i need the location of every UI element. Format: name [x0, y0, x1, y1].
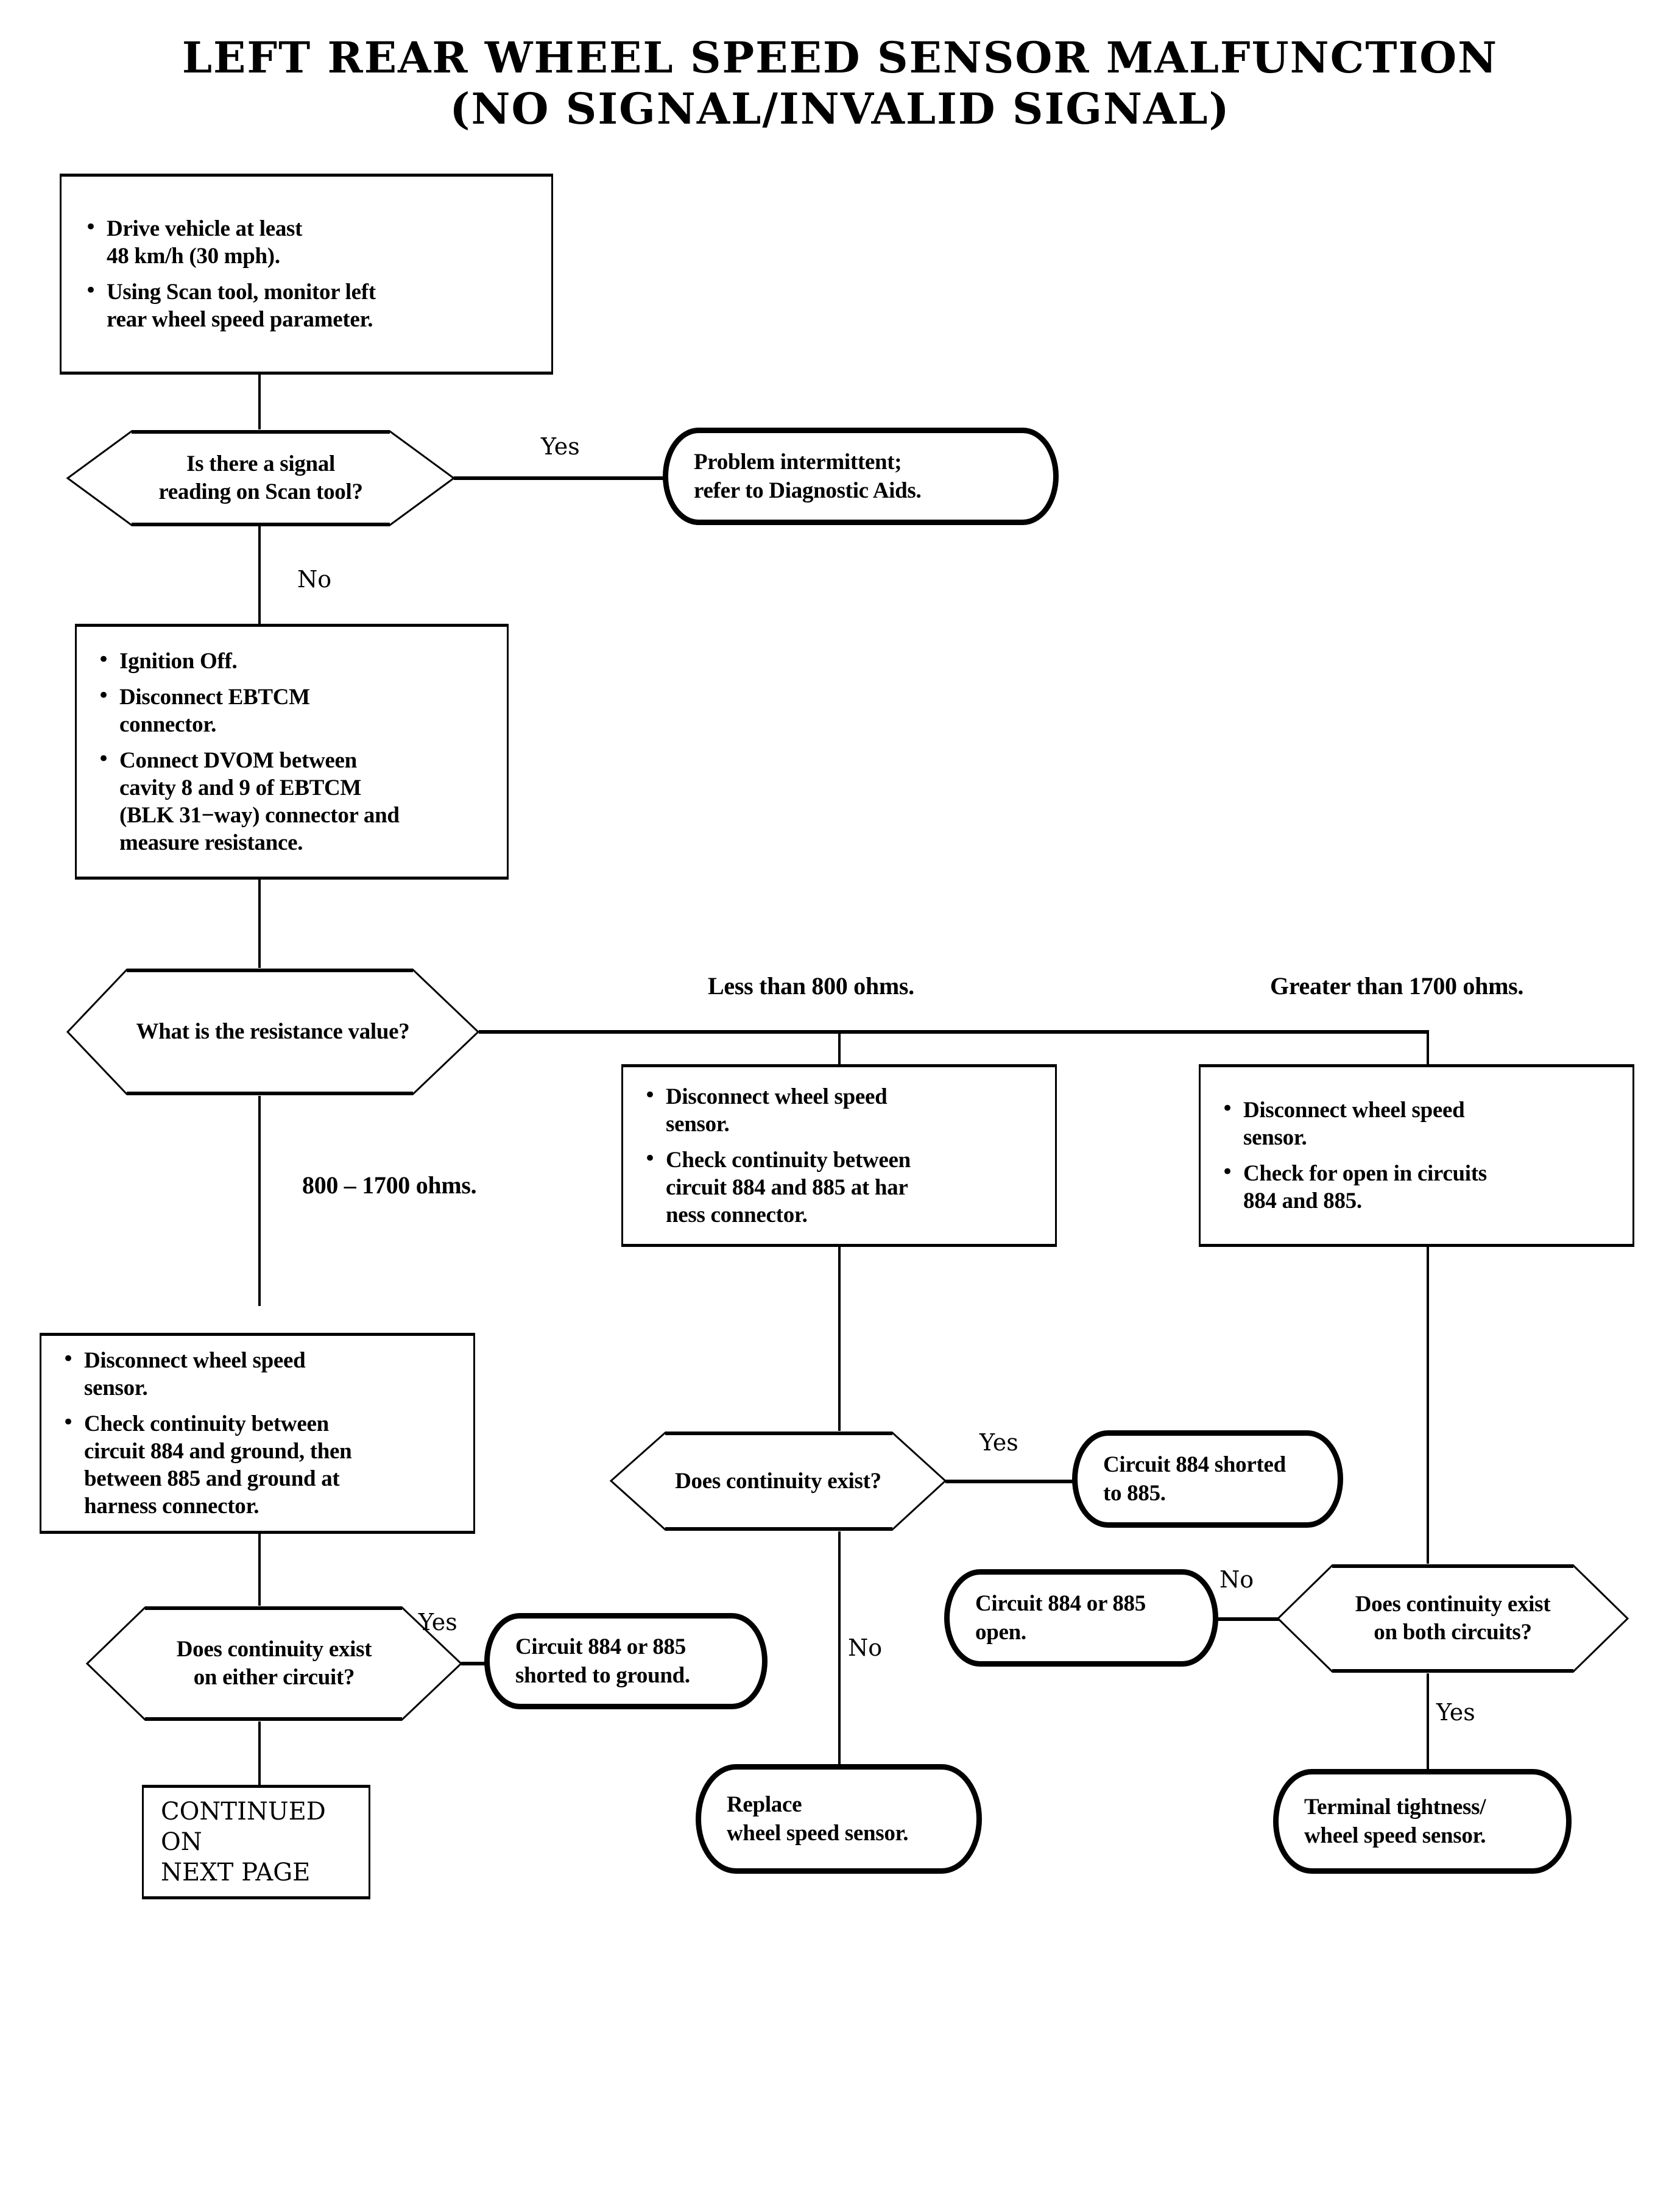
connector-resistance-mid-ohms [258, 1096, 261, 1306]
bullet-icon: • [62, 1410, 75, 1435]
terminator-shorted-to-ground: Circuit 884 or 885 shorted to ground. [484, 1613, 768, 1709]
left-step-bullet-2: Check continuity between circuit 884 and… [84, 1411, 352, 1519]
step1-box: • Drive vehicle at least 48 km/h (30 mph… [60, 174, 553, 375]
list-item: • Ignition Off. [88, 648, 491, 675]
right-step-box: • Disconnect wheel speed sensor. • Check… [1199, 1064, 1634, 1247]
terminator-problem-intermittent: Problem intermittent; refer to Diagnosti… [663, 428, 1059, 525]
terminator-replace-sensor-label: Replace wheel speed sensor. [727, 1792, 909, 1846]
terminator-884-shorted-to-885-label: Circuit 884 shorted to 885. [1103, 1452, 1286, 1506]
mid-step-bullet-2: Check continuity between circuit 884 and… [666, 1147, 911, 1227]
list-item: • Disconnect wheel speed sensor. [1212, 1096, 1617, 1151]
decision-resistance: What is the resistance value? [66, 968, 480, 1096]
left-step-box: • Disconnect wheel speed sensor. • Check… [40, 1333, 475, 1534]
bullet-icon: • [97, 746, 110, 771]
list-item: • Using Scan tool, monitor left rear whe… [75, 278, 533, 333]
decision-signal: Is there a signal reading on Scan tool? [66, 429, 456, 527]
list-item: • Disconnect wheel speed sensor. [52, 1347, 457, 1402]
edge-label-signal-yes: Yes [541, 433, 580, 460]
connector-step1-to-signal [258, 375, 261, 429]
step1-bullet-2: Using Scan tool, monitor left rear wheel… [107, 280, 376, 332]
terminator-shorted-to-ground-label: Circuit 884 or 885 shorted to ground. [515, 1634, 690, 1688]
connector-continuity-both-yes [1427, 1673, 1429, 1771]
right-step-bullet-1: Disconnect wheel speed sensor. [1243, 1098, 1465, 1150]
hexagon-shape [1276, 1564, 1629, 1673]
bullet-icon: • [643, 1146, 657, 1171]
bullet-icon: • [97, 683, 110, 708]
decision-resistance-label: What is the resistance value? [136, 1019, 410, 1044]
terminator-circuit-open-label: Circuit 884 or 885 open. [975, 1591, 1146, 1645]
bullet-icon: • [84, 215, 97, 239]
page-title-line2: (NO SIGNAL/INVALID SIGNAL) [450, 83, 1230, 134]
page-title-line1: LEFT REAR WHEEL SPEED SENSOR MALFUNCTION [182, 32, 1498, 83]
terminator-circuit-open: Circuit 884 or 885 open. [944, 1569, 1218, 1667]
terminator-problem-intermittent-label: Problem intermittent; refer to Diagnosti… [694, 450, 922, 503]
step1-bullet-1: Drive vehicle at least 48 km/h (30 mph). [107, 216, 303, 269]
decision-continuity-mid: Does continuity exist? [609, 1431, 947, 1531]
connector-signal-no [258, 525, 261, 624]
decision-continuity-both-label: Does continuity exist on both circuits? [1355, 1592, 1551, 1645]
edge-label-resistance-mid: 800 – 1700 ohms. [302, 1171, 477, 1199]
connector-continuity-both-no [1215, 1617, 1279, 1621]
right-step-bullet-2: Check for open in circuits 884 and 885. [1243, 1161, 1487, 1213]
edge-label-resistance-greater: Greater than 1700 ohms. [1270, 972, 1524, 1000]
edge-label-continuity-mid-yes: Yes [979, 1429, 1018, 1456]
continued-next-page-box: CONTINUED ON NEXT PAGE [142, 1785, 370, 1899]
terminator-terminal-tightness: Terminal tightness/ wheel speed sensor. [1273, 1769, 1572, 1874]
bullet-icon: • [84, 278, 97, 303]
bullet-icon: • [643, 1082, 657, 1107]
hexagon-shape [85, 1606, 463, 1721]
mid-step-bullet-1: Disconnect wheel speed sensor. [666, 1084, 888, 1137]
decision-continuity-mid-label: Does continuity exist? [675, 1468, 881, 1494]
list-item: • Disconnect EBTCM connector. [88, 683, 491, 738]
terminator-replace-sensor: Replace wheel speed sensor. [696, 1764, 982, 1874]
connector-continuity-mid-no [838, 1531, 841, 1764]
decision-continuity-either: Does continuity exist on either circuit? [85, 1606, 463, 1721]
step2-box: • Ignition Off. • Disconnect EBTCM conne… [75, 624, 509, 880]
connector-right-box-to-decision [1427, 1247, 1429, 1564]
connector-mid-box-to-decision [838, 1247, 841, 1431]
terminator-884-shorted-to-885: Circuit 884 shorted to 885. [1072, 1430, 1343, 1528]
connector-continuity-mid-yes [945, 1480, 1073, 1483]
connector-continuity-either-yes [461, 1662, 487, 1665]
edge-label-resistance-less: Less than 800 ohms. [708, 972, 914, 1000]
mid-step-box: • Disconnect wheel speed sensor. • Check… [621, 1064, 1057, 1247]
bullet-icon: • [97, 647, 110, 672]
connector-step2-to-resistance [258, 880, 261, 968]
connector-signal-yes [454, 476, 664, 480]
step2-bullet-3: Connect DVOM between cavity 8 and 9 of E… [119, 747, 400, 855]
connector-bus-to-right-box [1427, 1030, 1429, 1064]
terminator-terminal-tightness-label: Terminal tightness/ wheel speed sensor. [1304, 1795, 1486, 1848]
connector-bus-to-mid-box [838, 1030, 841, 1064]
bullet-icon: • [62, 1347, 75, 1371]
list-item: • Check for open in circuits 884 and 885… [1212, 1160, 1617, 1215]
hexagon-shape [609, 1432, 947, 1531]
decision-signal-label: Is there a signal reading on Scan tool? [158, 451, 363, 504]
edge-label-continuity-both-no: No [1219, 1566, 1254, 1593]
decision-continuity-both: Does continuity exist on both circuits? [1276, 1564, 1629, 1673]
list-item: • Connect DVOM between cavity 8 and 9 of… [88, 747, 491, 856]
connector-left-box-to-decision [258, 1534, 261, 1606]
left-step-bullet-1: Disconnect wheel speed sensor. [84, 1348, 306, 1400]
connector-continuity-either-no [258, 1721, 261, 1785]
hexagon-shape [66, 430, 456, 526]
list-item: • Check continuity between circuit 884 a… [52, 1410, 457, 1520]
edge-label-continuity-mid-no: No [848, 1634, 883, 1661]
step2-bullet-2: Disconnect EBTCM connector. [119, 684, 310, 737]
edge-label-signal-no: No [297, 566, 332, 593]
list-item: • Check continuity between circuit 884 a… [634, 1146, 1039, 1229]
connector-resistance-bus [479, 1030, 1429, 1034]
edge-label-continuity-both-yes: Yes [1436, 1699, 1475, 1726]
list-item: • Drive vehicle at least 48 km/h (30 mph… [75, 215, 533, 270]
hexagon-shape [66, 969, 480, 1095]
bullet-icon: • [1221, 1160, 1234, 1184]
list-item: • Disconnect wheel speed sensor. [634, 1083, 1039, 1138]
step2-bullet-1: Ignition Off. [119, 648, 238, 674]
decision-continuity-either-label: Does continuity exist on either circuit? [176, 1637, 372, 1690]
edge-label-continuity-either-yes: Yes [418, 1609, 457, 1636]
continued-next-page-label: CONTINUED ON NEXT PAGE [161, 1798, 326, 1887]
bullet-icon: • [1221, 1096, 1234, 1121]
